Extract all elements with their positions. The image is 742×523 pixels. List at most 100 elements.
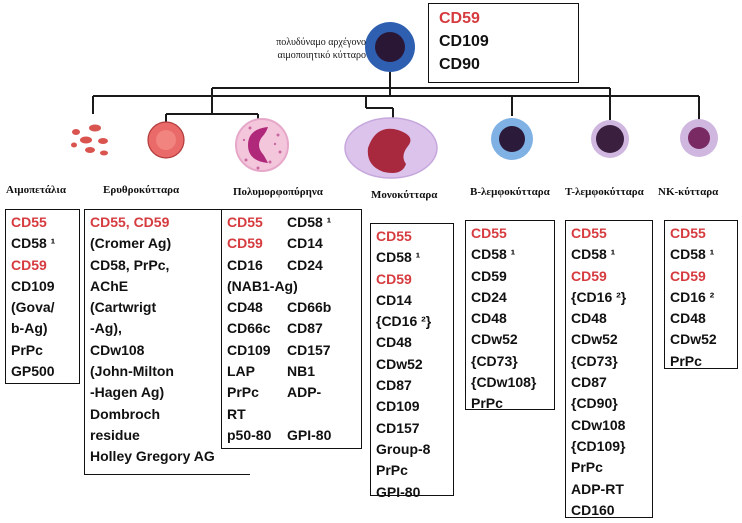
platelets-marker-box: CD55 CD58 ¹ CD59 CD109 (Gova/ b-Ag) PrPc… (5, 209, 80, 384)
marker: CD58 ¹ (376, 249, 421, 266)
stem-cell-icon (365, 22, 415, 72)
marker: NB1 (287, 363, 316, 380)
marker: ADP-RT (571, 480, 624, 497)
marker: ADP- (287, 384, 322, 401)
marker: CD14 (376, 291, 412, 308)
marker: {CD16 ²} (376, 313, 432, 330)
marker: CD48 (227, 299, 263, 316)
tree-lines (92, 72, 700, 124)
marker: PrPc (571, 459, 603, 476)
marker: CD55 (571, 225, 607, 241)
marker: Dombroch (90, 405, 160, 422)
marker: {CD73} (571, 352, 618, 369)
marker: CD58 ¹ (571, 246, 616, 263)
monocyte-icon (344, 117, 438, 179)
marker: CD87 (571, 374, 607, 391)
marker: CD48 (471, 310, 507, 327)
marker: CD16 ² (670, 288, 715, 305)
marker: Group-8 (376, 440, 431, 457)
marker: GPI-80 (287, 426, 332, 443)
marker: CD58 ¹ (11, 235, 56, 252)
marker: CD58 ¹ (471, 246, 516, 263)
marker: {CD109} (571, 437, 626, 454)
marker: CDw52 (670, 331, 717, 348)
marker: CDw52 (571, 331, 618, 348)
marker: CD109 (11, 277, 55, 294)
marker: (John-Milton (90, 363, 174, 380)
marker: p50-80 (227, 426, 272, 443)
marker: CD48 (670, 310, 706, 327)
lineage-label-b-lymphocytes: Β-λεμφοκύτταρα (470, 186, 550, 198)
marker: CDw108 (90, 341, 145, 358)
marker: CD59 (670, 267, 706, 284)
marker: PrPc (471, 395, 503, 412)
marker: CD59 (11, 256, 47, 273)
marker: CD58 ¹ (670, 246, 715, 263)
marker: CD109 (227, 341, 271, 358)
marker: CD55, CD59 (90, 214, 170, 230)
marker: LAP (227, 363, 255, 380)
marker: CD24 (287, 256, 323, 273)
marker: PrPc (376, 462, 408, 479)
marker: CD16 (227, 256, 263, 273)
marker: CD58 ¹ (287, 214, 332, 230)
nk-cells-marker-box: CD55 CD58 ¹ CD59 CD16 ² CD48 CDw52 PrPc (664, 220, 738, 369)
marker: CD55 (670, 225, 706, 241)
marker: PrPc (11, 341, 43, 358)
marker: (Cromer Ag) (90, 235, 172, 252)
marker: b-Ag) (11, 320, 48, 337)
marker: {CD16 ²} (571, 288, 627, 305)
stem-marker: CD90 (439, 56, 480, 73)
lineage-label-erythrocytes: Ερυθροκύτταρα (103, 184, 180, 196)
lineage-label-t-lymphocytes: Τ-λεμφοκύτταρα (565, 186, 644, 198)
marker: CDw52 (376, 355, 423, 372)
marker: CD48 (376, 334, 412, 351)
marker: CD55 (227, 214, 263, 230)
marker: CD66c (227, 320, 271, 337)
stem-label-line1: πολυδύναμο αρχέγονο (276, 37, 366, 48)
marker: CD157 (376, 419, 420, 436)
marker: {CDw108} (471, 374, 537, 391)
lineage-label-granulocytes: Πολυμορφοπύρηνα (233, 186, 323, 198)
marker: GPI-80 (376, 483, 421, 500)
b-lymphocyte-icon (491, 118, 533, 160)
marker: CD59 (227, 235, 263, 252)
marker: CD160 (571, 501, 615, 518)
marker: GP500 (11, 363, 55, 380)
marker: CD58, PrPc, (90, 256, 170, 273)
t-lymphocyte-icon (591, 120, 629, 158)
marker: CD59 (471, 267, 507, 284)
marker: CD59 (571, 267, 607, 284)
granulocytes-marker-box: CD55 CD58 ¹ CD59 CD14 CD16 CD24 (NAB1-Ag… (221, 209, 362, 449)
nk-cell-icon (680, 119, 718, 157)
marker: CD87 (287, 320, 323, 337)
marker: CD109 (376, 398, 420, 415)
stem-marker: CD109 (439, 33, 489, 50)
marker: PrPc (227, 384, 259, 401)
marker: RT (227, 405, 246, 422)
stem-label-line2: αιμοποιητικό κύτταρο (277, 50, 366, 61)
marker: CD48 (571, 310, 607, 327)
erythrocyte-icon (147, 121, 185, 159)
marker: -Ag), (90, 320, 122, 337)
marker: -Hagen Ag) (90, 384, 165, 401)
marker: {CD90} (571, 395, 618, 412)
b-lymphocytes-marker-box: CD55 CD58 ¹ CD59 CD24 CD48 CDw52 {CD73} … (465, 220, 555, 411)
lineage-label-nk-cells: ΝΚ-κύτταρα (658, 186, 719, 198)
marker: (Cartwrigt (90, 299, 157, 316)
marker: residue (90, 426, 140, 443)
t-lymphocytes-marker-box: CD55 CD58 ¹ CD59 {CD16 ²} CD48 CDw52 {CD… (565, 220, 653, 518)
stem-marker-box: CD59 CD109 CD90 (428, 3, 579, 83)
granulocyte-icon (235, 118, 289, 172)
marker: Holley Gregory AG (90, 448, 215, 465)
monocytes-marker-box: CD55 CD58 ¹ CD59 CD14 {CD16 ²} CD48 CDw5… (370, 223, 454, 500)
marker: CD24 (471, 288, 507, 305)
granulocyte-marker-grid: CD55 CD58 ¹ CD59 CD14 CD16 CD24 (NAB1-Ag… (227, 212, 357, 446)
platelets-icon (71, 124, 108, 156)
marker: CD157 (287, 341, 331, 358)
marker: CD14 (287, 235, 323, 252)
marker: CD55 (11, 214, 47, 230)
lineage-label-platelets: Αιμοπετάλια (6, 184, 66, 196)
marker: {CD73} (471, 352, 518, 369)
